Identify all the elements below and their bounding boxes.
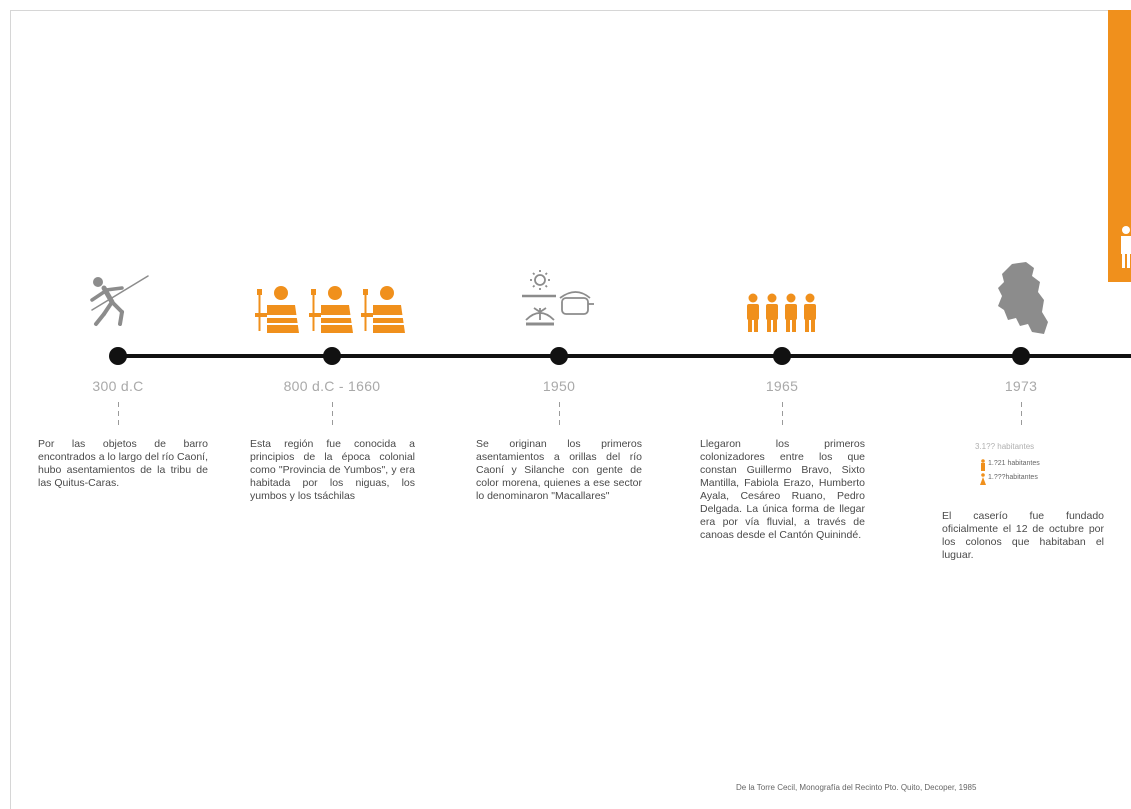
- indigenous-people-with-torches-icon: [255, 285, 407, 340]
- timeline-dot: [1012, 347, 1030, 365]
- timeline-tick: [782, 402, 783, 426]
- event-description: Se originan los primeros asentamientos a…: [476, 438, 642, 502]
- population-men: 1.?21 habitantes: [988, 460, 1040, 467]
- timeline-line: [118, 354, 1131, 358]
- person-icon: [1121, 226, 1131, 268]
- timeline-dot: [109, 347, 127, 365]
- timeline-dot: [550, 347, 568, 365]
- event-year: 800 d.C - 1660: [283, 378, 381, 394]
- timeline-tick: [1021, 402, 1022, 426]
- event-description: El caserío fue fundado oficialmente el 1…: [942, 510, 1104, 561]
- timeline-tick: [559, 402, 560, 426]
- event-year: 1950: [542, 378, 576, 394]
- woman-icon: [980, 472, 986, 490]
- event-year: 1965: [765, 378, 799, 394]
- event-year: 300 d.C: [92, 378, 144, 394]
- frame-left-border: [10, 10, 11, 809]
- population-women: 1.???habitantes: [988, 474, 1038, 481]
- frame-top-border: [10, 10, 1131, 11]
- timeline-dot: [323, 347, 341, 365]
- timeline-tick: [118, 402, 119, 426]
- hunter-with-spear-icon: [82, 268, 152, 335]
- timeline-dot: [773, 347, 791, 365]
- timeline-tick: [332, 402, 333, 426]
- event-description: Por las objetos de barro encontrados a l…: [38, 438, 208, 489]
- territory-map-icon: [994, 262, 1050, 341]
- event-year: 1973: [1004, 378, 1038, 394]
- event-description: Llegaron los primeros colonizadores entr…: [700, 438, 865, 541]
- source-citation: De la Torre Cecil, Monografía del Recint…: [736, 783, 977, 792]
- four-people-icon: [745, 293, 821, 338]
- event-description: Esta región fue conocida a principios de…: [250, 438, 415, 502]
- sun-pot-plant-icon: [520, 268, 595, 335]
- side-tab[interactable]: [1108, 10, 1131, 282]
- population-total: 3.1?? habitantes: [975, 442, 1035, 451]
- man-icon: [980, 458, 986, 476]
